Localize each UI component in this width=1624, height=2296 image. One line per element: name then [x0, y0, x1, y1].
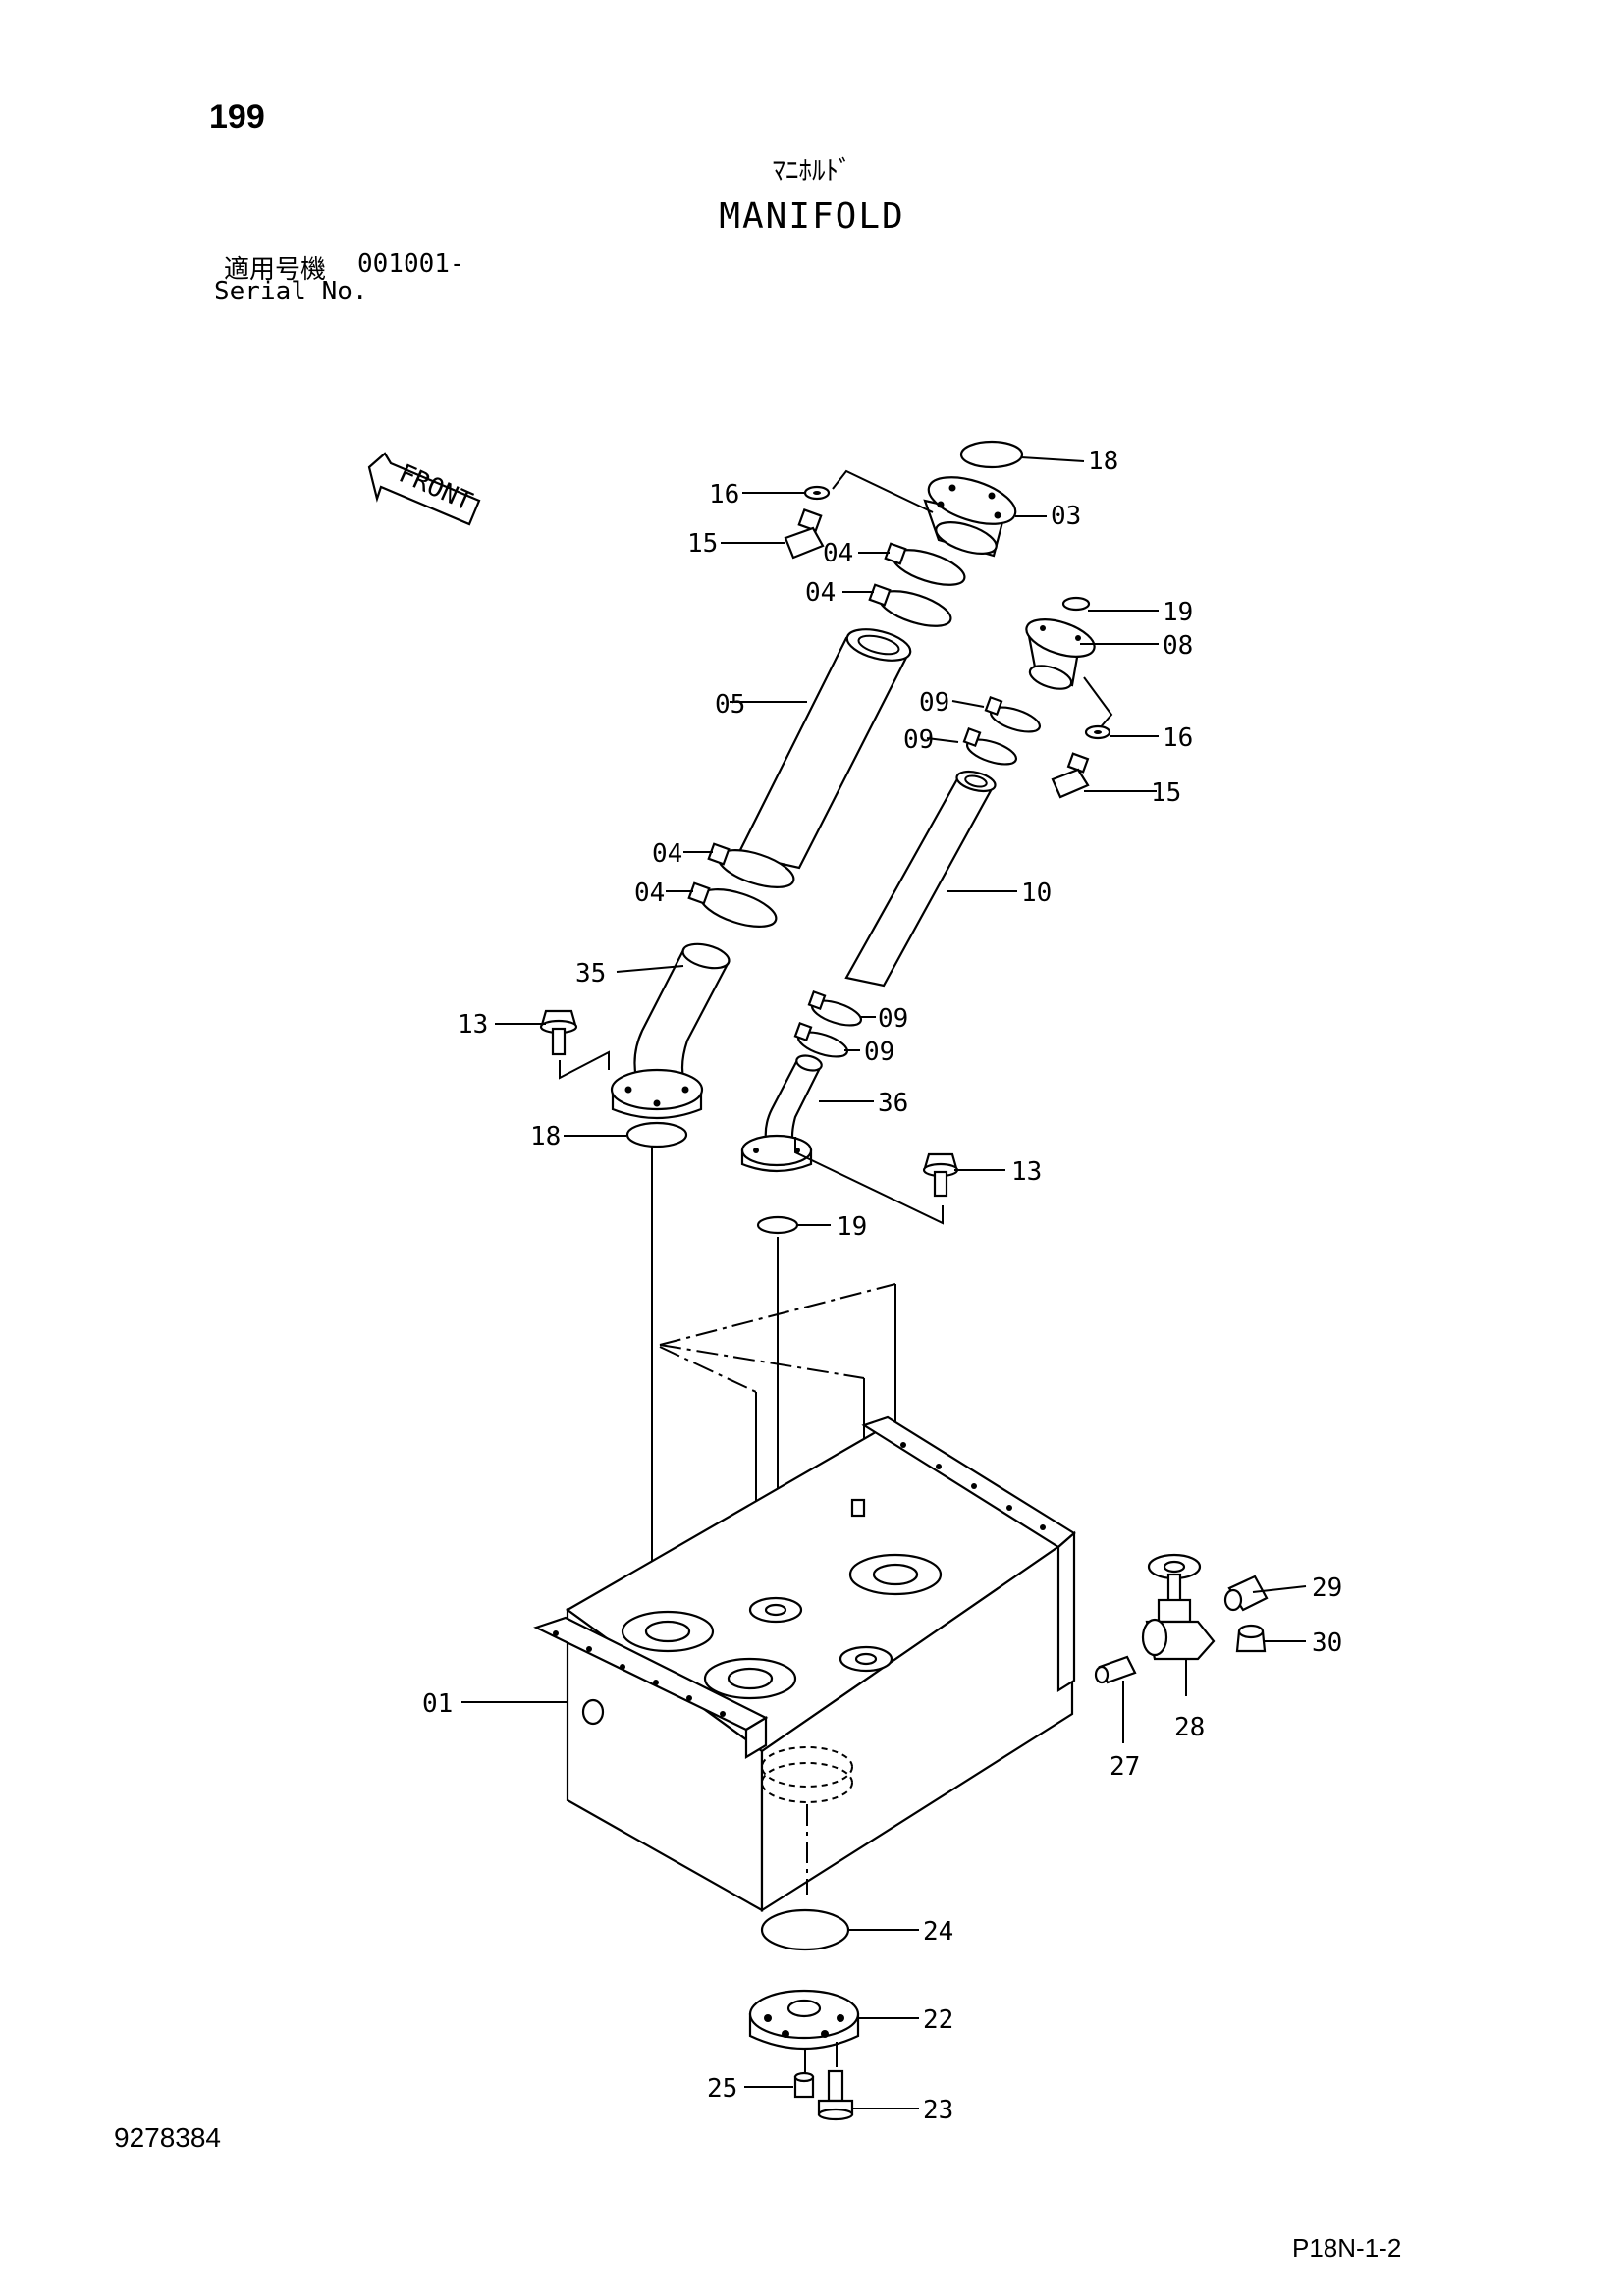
callout-29: 29 — [1312, 1574, 1342, 1603]
title-japanese: ﾏﾆﾎﾙﾄﾞ — [772, 156, 852, 187]
bolt-13-right — [922, 1152, 959, 1198]
serial-label: Serial No. — [214, 277, 368, 306]
callout-labels: 18 03 16 15 04 04 19 08 05 09 09 16 15 0… — [422, 447, 1342, 2125]
callout-23: 23 — [923, 2096, 953, 2125]
clamps-09-lower — [793, 989, 863, 1058]
callout-36: 36 — [878, 1089, 908, 1118]
callout-09-c: 09 — [878, 1004, 908, 1034]
callout-05: 05 — [715, 690, 745, 720]
callout-19-lower: 19 — [837, 1212, 867, 1242]
pipe-10 — [844, 770, 997, 988]
fitting-15-lower — [1051, 752, 1090, 799]
callout-04-d: 04 — [634, 879, 665, 908]
callout-18-lower: 18 — [530, 1122, 561, 1151]
o-ring-24 — [760, 1908, 850, 1951]
plug-30 — [1235, 1624, 1267, 1653]
callout-09-d: 09 — [864, 1038, 894, 1067]
callout-04-a: 04 — [823, 539, 853, 568]
washer-16-lower — [1084, 724, 1111, 740]
o-ring-18-lower — [625, 1121, 688, 1148]
callout-04-b: 04 — [805, 578, 836, 608]
callout-30: 30 — [1312, 1629, 1342, 1658]
callout-35: 35 — [575, 959, 606, 988]
washer-16-upper — [803, 485, 831, 501]
fitting-15-upper — [784, 507, 825, 560]
front-arrow-icon: FRONT — [367, 452, 481, 526]
callout-24: 24 — [923, 1917, 953, 1947]
page-title: MANIFOLD — [719, 196, 905, 237]
manifold-block-01 — [533, 1415, 1076, 1912]
callout-25: 25 — [707, 2074, 737, 2104]
flange-08 — [1025, 618, 1096, 690]
callout-27: 27 — [1110, 1752, 1140, 1782]
pipe-05 — [736, 628, 912, 870]
valve-28 — [1141, 1553, 1216, 1661]
clamps-04-upper — [868, 542, 966, 627]
clamps-09-upper — [962, 695, 1042, 766]
bolt-23 — [817, 2069, 854, 2121]
serial-label-japanese: 適用号機 — [224, 255, 327, 285]
callout-13-left: 13 — [458, 1010, 488, 1040]
o-ring-19-upper — [1061, 596, 1091, 612]
callout-09-a: 09 — [919, 688, 949, 718]
callout-04-c: 04 — [652, 839, 682, 869]
page-number: 199 — [209, 98, 265, 135]
elbow-fitting-29 — [1223, 1575, 1269, 1612]
callout-15-top: 15 — [687, 529, 718, 559]
page-code: P18N-1-2 — [1292, 2233, 1402, 2263]
callout-15-right: 15 — [1151, 778, 1181, 808]
callout-22: 22 — [923, 2005, 953, 2035]
elbow-36 — [740, 1054, 823, 1173]
elbow-35 — [610, 942, 731, 1120]
callout-16-right: 16 — [1163, 723, 1193, 753]
serial-range: 001001- — [357, 249, 465, 279]
flange-03 — [923, 440, 1024, 558]
callout-03: 03 — [1051, 502, 1081, 531]
callout-16-top: 16 — [709, 480, 739, 509]
callout-19-top: 19 — [1163, 598, 1193, 627]
callout-13-right: 13 — [1011, 1157, 1042, 1187]
callout-28: 28 — [1174, 1713, 1205, 1742]
callout-10: 10 — [1021, 879, 1052, 908]
callout-18-top: 18 — [1088, 447, 1118, 476]
bolt-13-left — [539, 1009, 578, 1056]
plug-25 — [793, 2071, 815, 2099]
o-ring-19-lower — [756, 1215, 799, 1235]
cover-22 — [748, 1989, 860, 2050]
document-number: 9278384 — [114, 2122, 222, 2153]
callout-08: 08 — [1163, 631, 1193, 661]
callout-01: 01 — [422, 1689, 453, 1719]
callout-09-b: 09 — [903, 725, 934, 755]
nipple-27 — [1094, 1655, 1137, 1684]
